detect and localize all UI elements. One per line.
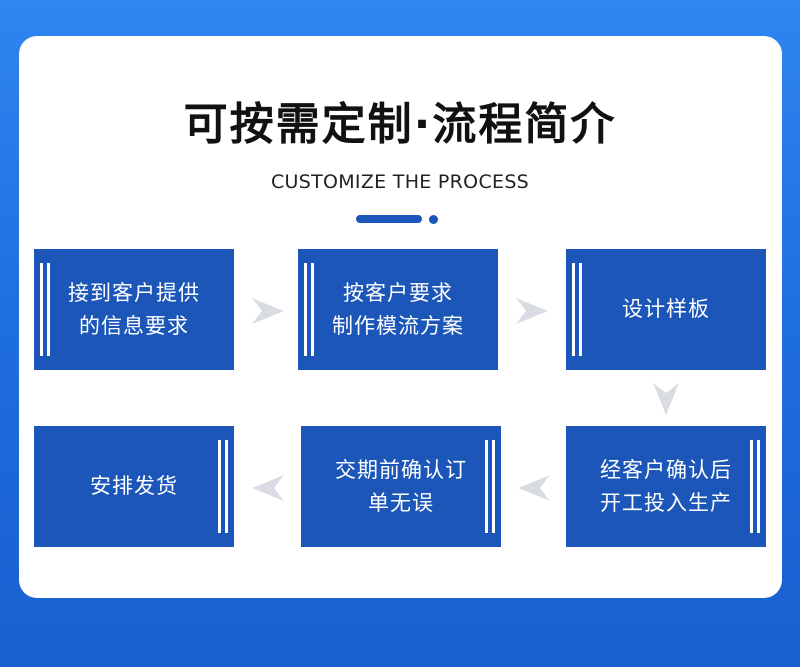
step-stripe	[757, 440, 760, 533]
page-subtitle: CUSTOMIZE THE PROCESS	[270, 171, 530, 193]
step-1-receive-requirements: 接到客户提供的信息要求	[34, 249, 234, 370]
step-stripe	[218, 440, 221, 533]
step-label: 经客户确认后开工投入生产	[600, 457, 732, 515]
step-stripe	[40, 263, 43, 356]
step-label: 设计样板	[622, 297, 710, 321]
page-title: 可按需定制·流程简介	[183, 99, 617, 150]
step-3-design-sample: 设计样板	[566, 249, 766, 370]
step-stripe	[311, 263, 314, 356]
step-5-confirm-order: 交期前确认订单无误	[301, 426, 501, 547]
step-stripe	[579, 263, 582, 356]
step-label: 接到客户提供的信息要求	[68, 280, 200, 338]
step-2-mold-flow-plan: 按客户要求制作模流方案	[298, 249, 498, 370]
chevron-right-arrow-icon	[252, 298, 284, 324]
chevron-left-arrow-icon	[252, 475, 284, 501]
title-underline-bar	[356, 215, 422, 223]
step-stripe	[225, 440, 228, 533]
step-label: 按客户要求制作模流方案	[332, 280, 464, 338]
step-label: 交期前确认订单无误	[335, 457, 467, 515]
step-stripe	[485, 440, 488, 533]
step-label: 安排发货	[90, 474, 178, 498]
chevron-down-arrow-icon	[653, 383, 679, 415]
step-4-start-production: 经客户确认后开工投入生产	[566, 426, 766, 547]
step-stripe	[47, 263, 50, 356]
title-underline-dot	[429, 215, 438, 224]
step-stripe	[492, 440, 495, 533]
step-stripe	[304, 263, 307, 356]
chevron-left-arrow-icon	[518, 475, 550, 501]
step-stripe	[572, 263, 575, 356]
chevron-right-arrow-icon	[516, 298, 548, 324]
step-6-arrange-shipment: 安排发货	[34, 426, 234, 547]
step-stripe	[750, 440, 753, 533]
